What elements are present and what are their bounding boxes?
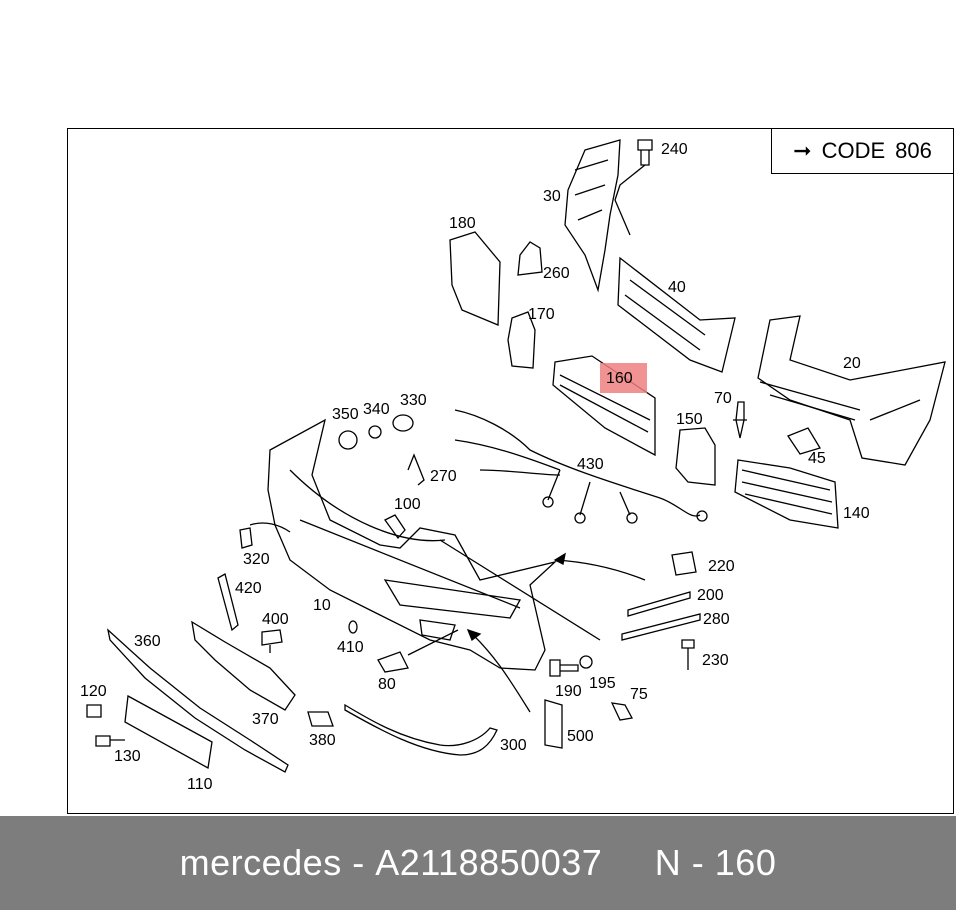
- label-260: 260: [543, 265, 570, 282]
- label-230: 230: [702, 652, 729, 669]
- part-160-drawing: [552, 355, 656, 457]
- part-380-drawing: [307, 711, 334, 727]
- label-75: 75: [630, 686, 648, 703]
- label-130: 130: [114, 748, 141, 765]
- right-arrow-icon: ➞: [793, 138, 812, 163]
- code-value: 806: [895, 138, 932, 163]
- part-360-drawing: [106, 628, 289, 773]
- part-20-drawing: [757, 315, 946, 466]
- part-300-drawing: [344, 703, 498, 756]
- label-220: 220: [708, 558, 735, 575]
- label-40: 40: [668, 279, 686, 296]
- footer-part-number: A2118850037: [375, 842, 603, 883]
- part-400-drawing: [261, 629, 283, 653]
- part-80-drawing: [377, 651, 409, 673]
- label-410: 410: [337, 639, 364, 656]
- part-130-drawing: [95, 735, 125, 747]
- footer-position-label: N - 160: [654, 842, 777, 883]
- part-340-drawing: [368, 425, 382, 439]
- label-280: 280: [703, 611, 730, 628]
- part-75-drawing: [610, 702, 634, 721]
- label-240: 240: [661, 141, 688, 158]
- part-240-drawing: [637, 139, 653, 166]
- footer-gap: [602, 842, 655, 884]
- label-380: 380: [309, 732, 336, 749]
- part-270-drawing: [407, 453, 425, 486]
- label-270: 270: [430, 468, 457, 485]
- label-150: 150: [676, 411, 703, 428]
- label-500: 500: [567, 728, 594, 745]
- part-110-drawing: [124, 694, 213, 770]
- part-280-drawing: [621, 613, 701, 641]
- footer-bar: mercedes - A2118850037 N - 160: [0, 816, 956, 910]
- highlight-160-box: [600, 363, 647, 393]
- part-200-drawing: [627, 591, 691, 617]
- label-195: 195: [589, 675, 616, 692]
- label-180: 180: [449, 215, 476, 232]
- code-box: ➞ CODE 806: [771, 128, 954, 174]
- label-370: 370: [252, 711, 279, 728]
- label-100: 100: [394, 496, 421, 513]
- label-320: 320: [243, 551, 270, 568]
- label-200: 200: [697, 587, 724, 604]
- part-320-drawing: [239, 527, 253, 549]
- part-150-drawing: [675, 427, 716, 486]
- label-170: 170: [528, 306, 555, 323]
- part-120-drawing: [86, 704, 102, 718]
- label-300: 300: [500, 737, 527, 754]
- label-400: 400: [262, 611, 289, 628]
- part-410-drawing: [348, 620, 358, 634]
- part-180-drawing: [449, 231, 501, 326]
- label-30: 30: [543, 188, 561, 205]
- part-220-drawing: [671, 551, 697, 576]
- part-420-drawing: [217, 573, 239, 632]
- label-120: 120: [80, 683, 107, 700]
- label-330: 330: [400, 392, 427, 409]
- label-70: 70: [714, 390, 732, 407]
- part-230-drawing: [681, 639, 695, 670]
- part-500-drawing: [544, 699, 563, 749]
- code-label: CODE: [821, 138, 886, 163]
- part-260-drawing: [517, 241, 543, 276]
- part-195-drawing: [579, 655, 593, 669]
- part-30-drawing: [564, 139, 621, 293]
- label-360: 360: [134, 633, 161, 650]
- part-70-drawing: [733, 401, 747, 439]
- label-20: 20: [843, 355, 861, 372]
- label-350: 350: [332, 406, 359, 423]
- part-350-drawing: [338, 430, 358, 450]
- part-430-drawing: [454, 409, 701, 517]
- part-10-drawing: [267, 418, 558, 671]
- label-430: 430: [577, 456, 604, 473]
- part-190-drawing: [549, 659, 579, 677]
- part-330-drawing: [392, 414, 414, 432]
- footer-brand: mercedes: [179, 842, 342, 883]
- label-190: 190: [555, 683, 582, 700]
- label-340: 340: [363, 401, 390, 418]
- part-40-drawing: [617, 256, 736, 373]
- label-140: 140: [843, 505, 870, 522]
- part-170-drawing: [507, 311, 536, 369]
- part-45-drawing: [787, 427, 821, 455]
- part-370-drawing: [191, 620, 296, 711]
- footer-separator: -: [341, 842, 376, 883]
- label-10: 10: [313, 597, 331, 614]
- part-140-drawing: [734, 459, 839, 529]
- label-45: 45: [808, 450, 826, 467]
- label-420: 420: [235, 580, 262, 597]
- label-80: 80: [378, 676, 396, 693]
- label-160: 160: [606, 370, 633, 387]
- label-110: 110: [187, 776, 213, 793]
